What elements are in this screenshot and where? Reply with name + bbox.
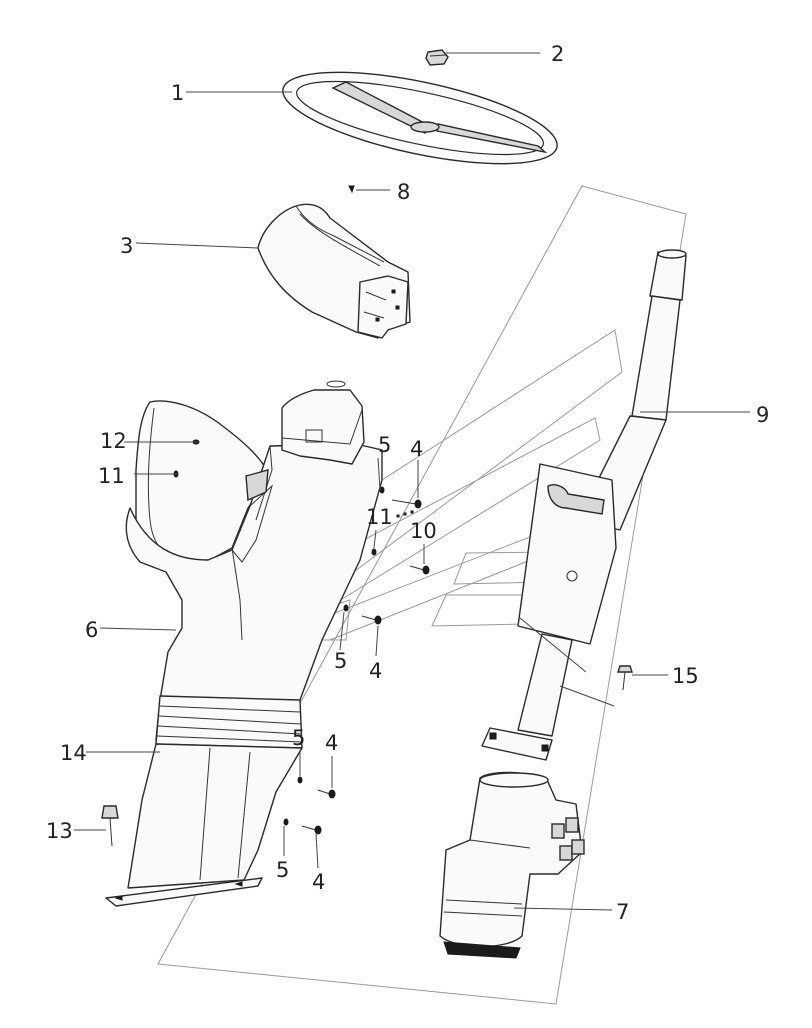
callout-4-lower-top: 4 (325, 731, 338, 755)
leader-lines (74, 52, 750, 911)
callout-5-middle: 5 (334, 649, 347, 673)
callout-5-upper: 5 (378, 433, 391, 457)
callout-4-lower-bottom: 4 (312, 870, 325, 894)
callout-8: 8 (397, 180, 410, 204)
callout-2: 2 (551, 42, 564, 66)
callout-9: 9 (756, 403, 769, 427)
callout-11-right: 11 (366, 505, 393, 529)
callout-6: 6 (85, 618, 98, 642)
callout-13: 13 (46, 819, 73, 843)
callout-5-lower-bottom: 5 (276, 858, 289, 882)
callout-10: 10 (410, 519, 437, 543)
callout-1: 1 (171, 81, 184, 105)
steering-wheel (282, 71, 558, 165)
callout-3: 3 (120, 234, 133, 258)
callout-5-lower-top: 5 (292, 726, 305, 750)
steering-column-shaft (481, 249, 687, 761)
callout-12: 12 (100, 429, 127, 453)
callout-14: 14 (60, 741, 87, 765)
callout-4-middle: 4 (369, 659, 382, 683)
dash-console (125, 380, 383, 745)
callout-labels: 1 2 3 4 4 4 4 5 5 5 5 6 7 8 9 10 11 11 1… (46, 42, 769, 924)
callout-11-left: 11 (98, 464, 125, 488)
hub-nut (425, 49, 449, 66)
mounting-bolt-13 (101, 805, 119, 847)
fasteners (173, 439, 430, 835)
upper-shroud (257, 203, 411, 339)
callout-7: 7 (616, 900, 629, 924)
steering-valve-unit (439, 771, 585, 959)
callout-4-upper: 4 (410, 437, 423, 461)
callout-15: 15 (672, 664, 699, 688)
shroud-screw (348, 185, 355, 194)
column-boot-and-base (105, 695, 303, 907)
flange-bolt-15 (617, 665, 633, 691)
